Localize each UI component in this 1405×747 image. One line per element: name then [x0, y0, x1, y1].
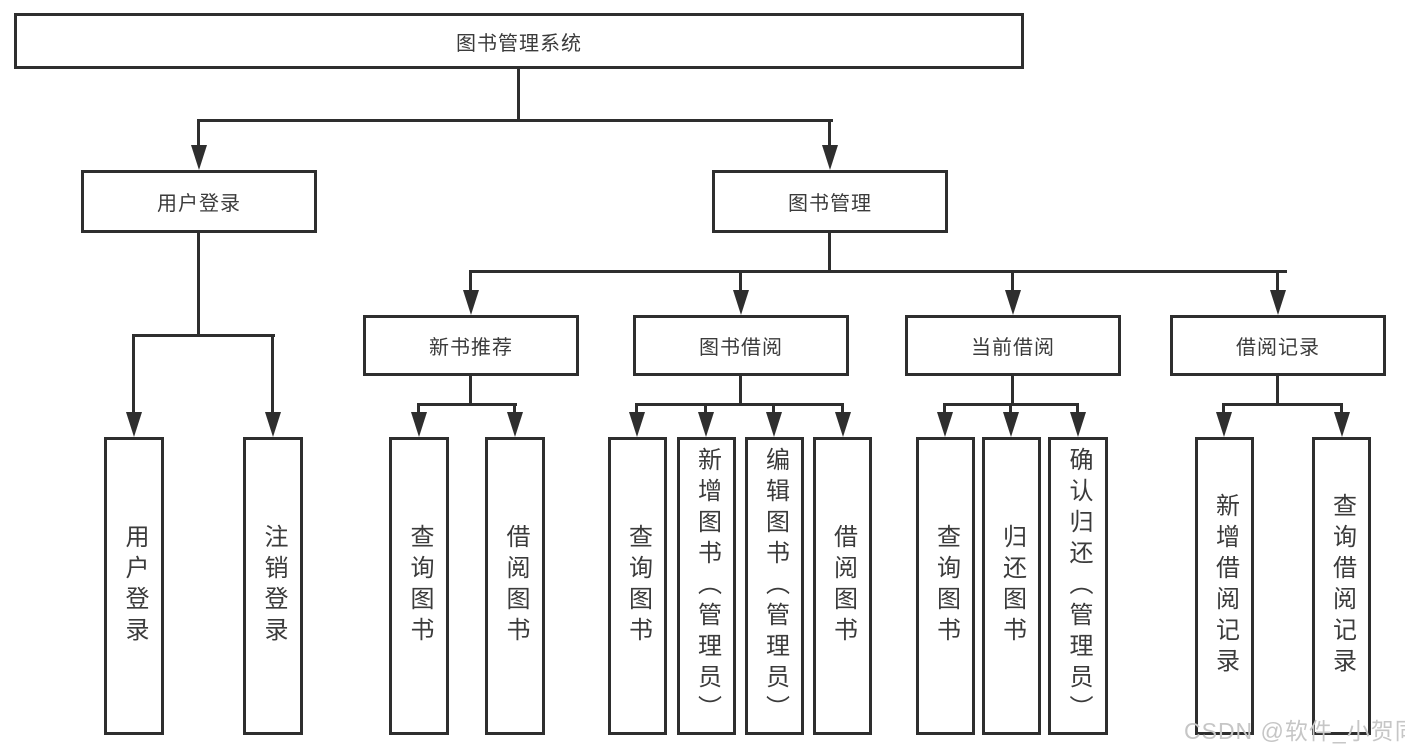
arrowhead-cur-confirm: [1070, 412, 1086, 437]
connector-drop-borrow: [739, 270, 742, 292]
connector-drop-leaf-logout: [271, 334, 274, 414]
connector-drop-book-mgmt: [828, 119, 831, 147]
connector-drop-cur-return: [1009, 403, 1012, 415]
leaf-current-query-books: 查询图书: [916, 437, 975, 735]
connector-drop-current: [1011, 270, 1014, 292]
connector-drop-records: [1276, 270, 1279, 292]
leaf-label: 查询借阅记录: [1328, 493, 1356, 679]
node-book-management: 图书管理: [712, 170, 948, 233]
connector-drop-rcd-add: [1222, 403, 1225, 415]
arrowhead-rec-query: [411, 412, 427, 437]
leaf-label: 借阅图书: [829, 524, 857, 648]
leaf-label: 确认归还（管理员）: [1065, 446, 1092, 726]
connector-drop-leaf-ulogin: [132, 334, 135, 414]
arrowhead-records: [1270, 290, 1286, 315]
connector-drop-bor-query: [635, 403, 638, 415]
leaf-label: 查询图书: [932, 524, 960, 648]
arrowhead-rcd-add: [1216, 412, 1232, 437]
leaf-label: 新增借阅记录: [1211, 493, 1239, 679]
arrowhead-leaf-logout: [265, 412, 281, 437]
connector-ulogin-branch: [132, 334, 275, 337]
connector-drop-bor-add: [704, 403, 707, 415]
node-book-borrow: 图书借阅: [633, 315, 849, 376]
leaf-label: 借阅图书: [502, 524, 529, 648]
arrowhead-user-login: [191, 145, 207, 170]
arrowhead-current: [1005, 290, 1021, 315]
node-label: 图书管理: [788, 193, 872, 215]
leaf-recommend-borrow-books: 借阅图书: [485, 437, 545, 735]
arrowhead-bor-query: [629, 412, 645, 437]
connector-level3-branch: [469, 270, 1287, 273]
arrowhead-bor-add: [698, 412, 714, 437]
connector-drop-recommend: [469, 270, 472, 292]
arrowhead-cur-query: [937, 412, 953, 437]
connector-borrow-branch: [635, 403, 844, 406]
connector-borrow-stem: [739, 376, 742, 406]
node-borrow-records: 借阅记录: [1170, 315, 1386, 376]
connector-recommend-branch: [417, 403, 517, 406]
leaf-label: 注销登录: [260, 524, 287, 648]
connector-drop-user-login: [197, 119, 200, 147]
connector-drop-rcd-query: [1340, 403, 1343, 415]
connector-current-stem: [1011, 376, 1014, 406]
arrowhead-rcd-query: [1334, 412, 1350, 437]
leaf-label: 用户登录: [121, 524, 148, 648]
leaf-current-return-books: 归还图书: [982, 437, 1041, 735]
leaf-borrow-query-books: 查询图书: [608, 437, 667, 735]
connector-records-branch: [1222, 403, 1343, 406]
connector-drop-cur-confirm: [1076, 403, 1079, 415]
leaf-borrow-add-books-admin: 新增图书（管理员）: [677, 437, 736, 735]
arrowhead-bor-borrow: [835, 412, 851, 437]
arrowhead-book-mgmt: [822, 145, 838, 170]
leaf-logout: 注销登录: [243, 437, 303, 735]
node-user-login: 用户登录: [81, 170, 317, 233]
arrowhead-recommend: [463, 290, 479, 315]
leaf-label: 查询图书: [624, 524, 652, 648]
leaf-label: 查询图书: [406, 524, 433, 648]
connector-root-branch: [197, 119, 833, 122]
leaf-borrow-borrow-books: 借阅图书: [813, 437, 872, 735]
node-new-book-recommend: 新书推荐: [363, 315, 579, 376]
arrowhead-bor-edit: [766, 412, 782, 437]
node-library-management-system: 图书管理系统: [14, 13, 1024, 69]
connector-recommend-stem: [469, 376, 472, 406]
arrowhead-borrow: [733, 290, 749, 315]
leaf-records-query-borrow-record: 查询借阅记录: [1312, 437, 1371, 735]
leaf-records-add-borrow-record: 新增借阅记录: [1195, 437, 1254, 735]
arrowhead-cur-return: [1003, 412, 1019, 437]
leaf-borrow-edit-books-admin: 编辑图书（管理员）: [745, 437, 804, 735]
node-label: 用户登录: [157, 193, 241, 215]
node-label: 新书推荐: [429, 337, 513, 359]
csdn-watermark: CSDN @软件_小贺同学: [1184, 718, 1405, 744]
connector-records-stem: [1276, 376, 1279, 406]
node-label: 当前借阅: [971, 337, 1055, 359]
node-label: 图书借阅: [699, 337, 783, 359]
connector-drop-rec-query: [417, 403, 420, 415]
connector-drop-cur-query: [943, 403, 946, 415]
connector-ulogin-stem: [197, 233, 200, 337]
connector-root-stem: [517, 68, 520, 121]
leaf-recommend-query-books: 查询图书: [389, 437, 449, 735]
leaf-label: 归还图书: [998, 524, 1026, 648]
leaf-label: 新增图书（管理员）: [693, 446, 721, 726]
node-label: 借阅记录: [1236, 337, 1320, 359]
arrowhead-leaf-ulogin: [126, 412, 142, 437]
leaf-label: 编辑图书（管理员）: [761, 446, 789, 726]
node-label: 图书管理系统: [456, 32, 582, 55]
node-current-borrow: 当前借阅: [905, 315, 1121, 376]
connector-drop-bor-edit: [772, 403, 775, 415]
connector-drop-rec-borrow: [513, 403, 516, 415]
connector-drop-bor-borrow: [841, 403, 844, 415]
leaf-user-login: 用户登录: [104, 437, 164, 735]
leaf-current-confirm-return-admin: 确认归还（管理员）: [1048, 437, 1108, 735]
arrowhead-rec-borrow: [507, 412, 523, 437]
connector-bmgmt-stem: [828, 233, 831, 273]
